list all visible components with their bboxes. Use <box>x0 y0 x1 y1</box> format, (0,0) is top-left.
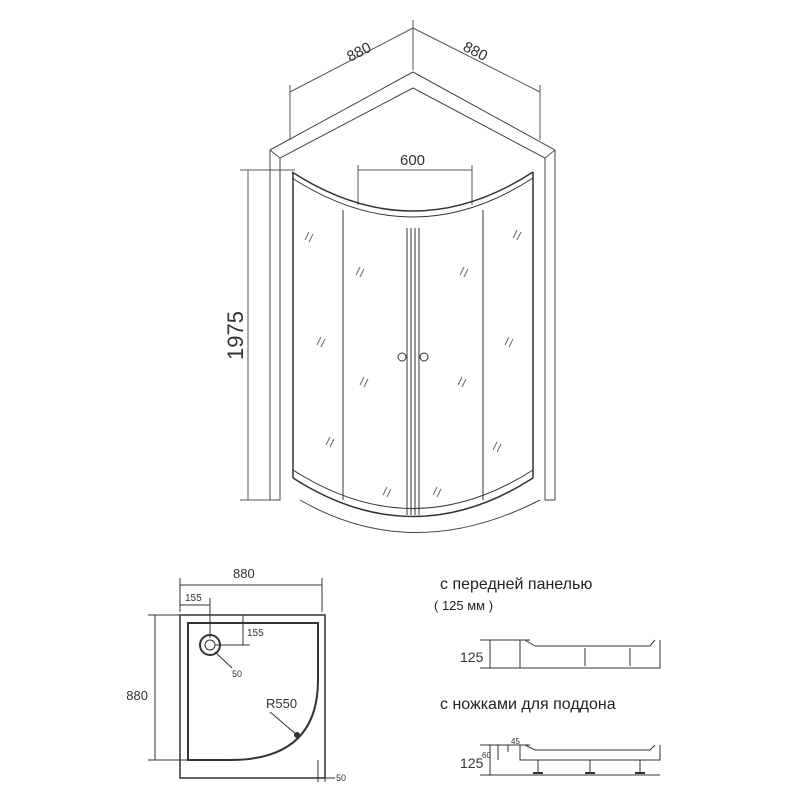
bottom-rail-inner <box>292 469 534 509</box>
panel-variant-subtitle: ( 125 мм ) <box>434 598 494 613</box>
shower-enclosure-view <box>240 20 556 533</box>
dim-line-width-right <box>412 27 541 93</box>
top-rail-inner <box>291 177 534 218</box>
height-label: 1975 <box>223 311 248 360</box>
door-opening-label: 600 <box>400 152 425 169</box>
right-handle-icon <box>419 352 429 362</box>
width-right-label: 880 <box>460 38 490 65</box>
panel-height-label: 125 <box>460 649 484 665</box>
left-handle-icon <box>397 352 407 362</box>
tray-plan-view <box>148 578 335 782</box>
legs-tray-basin <box>524 744 656 751</box>
glass-reflections <box>304 229 522 498</box>
panel-variant-profile <box>480 639 661 669</box>
top-rail <box>291 171 534 212</box>
wall-edge-right <box>544 149 556 159</box>
corner-walls <box>269 71 556 501</box>
legs-height-label: 125 <box>460 755 484 771</box>
dim-leader-drain <box>214 651 233 669</box>
drain-inner-icon <box>204 639 216 651</box>
drain-diameter-label: 50 <box>232 669 242 679</box>
tray-basin <box>187 622 319 761</box>
legs-variant-title: с ножками для поддона <box>440 696 616 713</box>
panel-basin <box>524 639 656 647</box>
dim-line-width-left <box>289 27 414 93</box>
tray-edge <box>299 499 541 533</box>
legs-rim-height-label: 45 <box>511 737 520 746</box>
radius-label: R550 <box>266 696 297 711</box>
legs-variant-profile <box>480 744 661 776</box>
bottom-rail <box>292 477 534 518</box>
tray-depth-label: 880 <box>126 688 148 703</box>
legs-tray-body <box>519 745 661 761</box>
legs-tray-height-label: 60 <box>482 751 491 760</box>
rim-label: 50 <box>336 773 346 783</box>
panel-variant-title: с передней панелью <box>440 576 593 593</box>
drain-x-label: 155 <box>185 593 202 604</box>
dim-leader-radius <box>269 711 298 736</box>
drain-y-label: 155 <box>247 628 264 639</box>
wall-edge-left <box>269 149 281 159</box>
tray-width-label: 880 <box>233 566 255 581</box>
panel-body <box>519 640 661 669</box>
